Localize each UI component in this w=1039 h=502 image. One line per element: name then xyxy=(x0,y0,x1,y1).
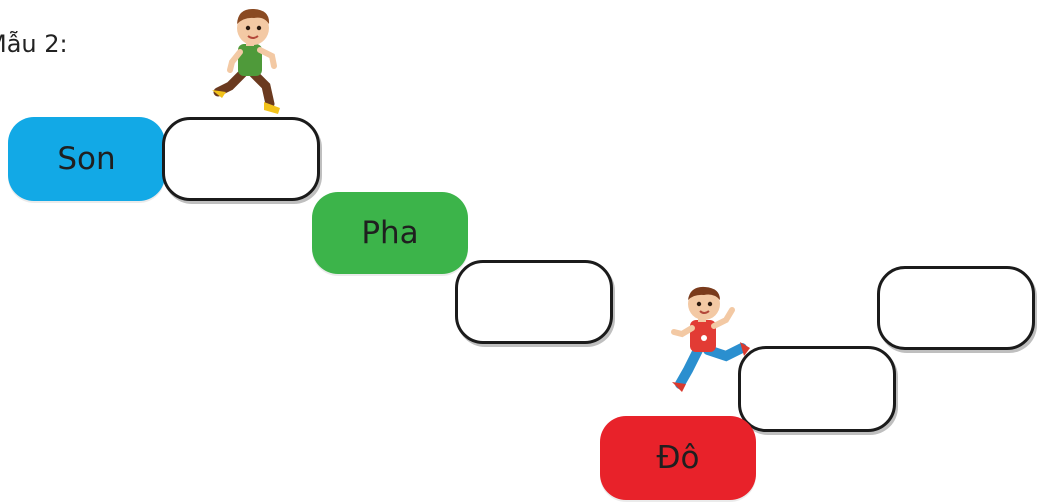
word-box-pha: Pha xyxy=(312,192,468,274)
word-box-son: Son xyxy=(8,117,165,201)
word-box-do: Đô xyxy=(600,416,756,500)
running-boy-red-shirt-icon xyxy=(671,286,750,392)
empty-answer-box-4[interactable] xyxy=(877,266,1035,350)
word-box-son-label: Son xyxy=(57,141,116,177)
running-boy-green-shirt-icon xyxy=(212,8,280,114)
empty-answer-box-3[interactable] xyxy=(738,346,896,432)
empty-answer-box-1[interactable] xyxy=(162,117,320,201)
word-box-pha-label: Pha xyxy=(361,215,419,251)
word-box-do-label: Đô xyxy=(656,440,700,476)
empty-answer-box-2[interactable] xyxy=(455,260,613,344)
exercise-heading: Mẫu 2: xyxy=(0,30,68,58)
